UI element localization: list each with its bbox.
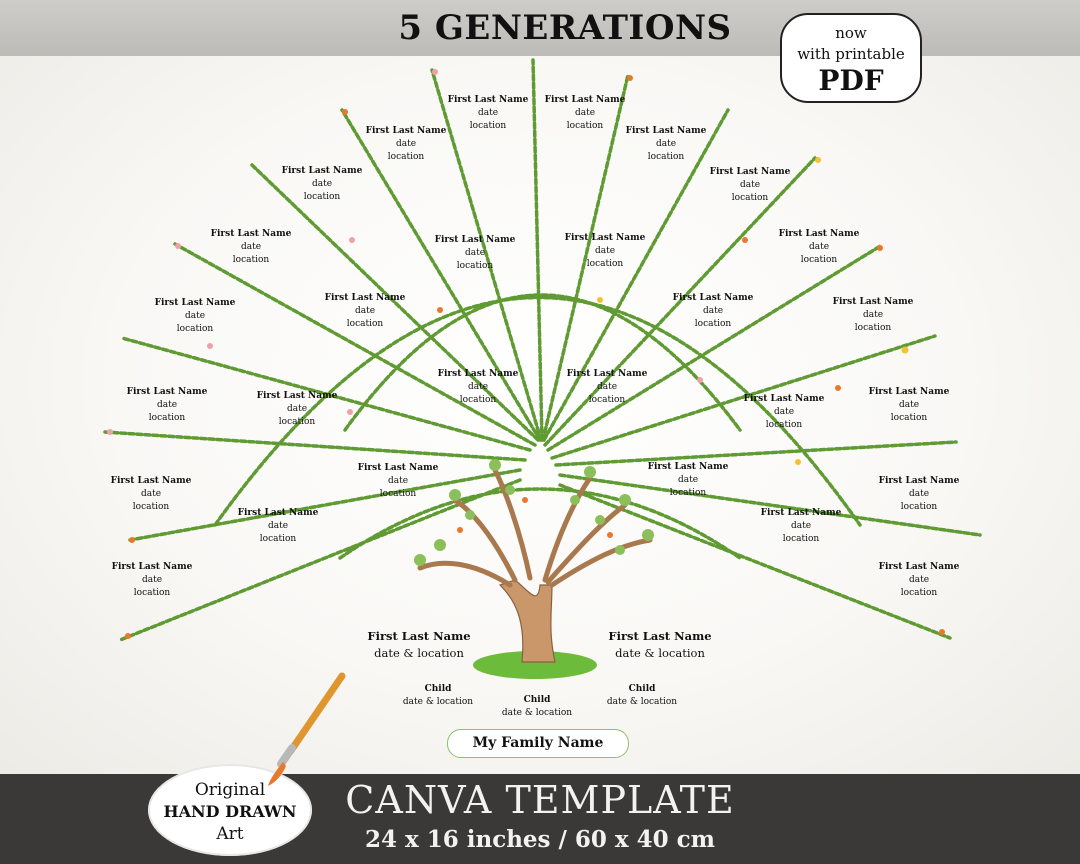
badge-line-pdf: PDF [818, 64, 884, 97]
tree-illustration [414, 459, 654, 679]
canva-template-title: CANVA TEMPLATE [345, 778, 735, 822]
art-badge-line2: HAND DRAWN [163, 802, 297, 821]
badge-line-now: now [835, 24, 867, 42]
art-badge-line3: Art [216, 824, 244, 844]
family-name-field[interactable]: My Family Name [447, 729, 629, 758]
badge-line-printable: with printable [797, 45, 905, 63]
size-info: 24 x 16 inches / 60 x 40 cm [364, 826, 716, 853]
page-title: 5 GENERATIONS [398, 8, 732, 48]
hand-drawn-art-badge: Original HAND DRAWN Art [148, 764, 312, 856]
printable-pdf-badge: now with printable PDF [780, 13, 922, 103]
art-badge-line1: Original [194, 780, 266, 800]
